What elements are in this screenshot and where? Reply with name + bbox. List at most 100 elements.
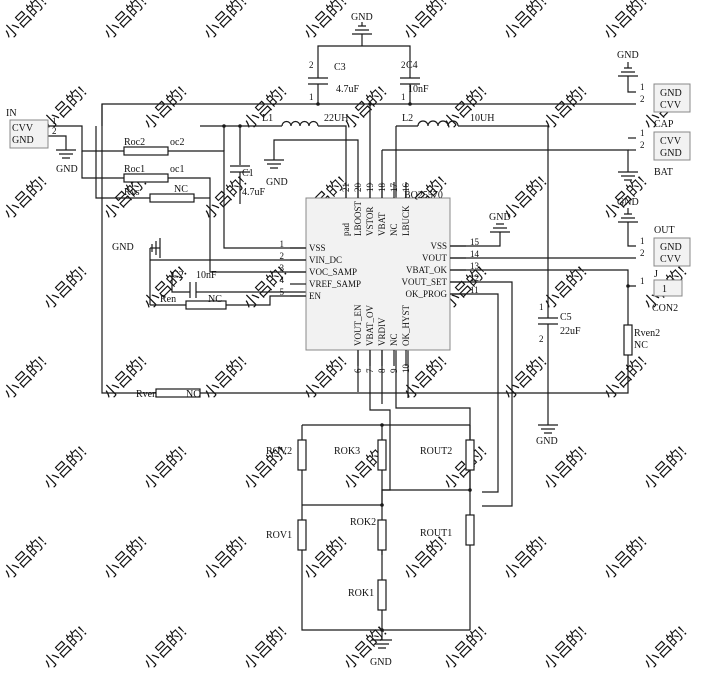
connector-con2-sub: CON2 [652, 303, 678, 314]
ic-right-pin-num: 15 [470, 237, 480, 247]
rout1-name: ROUT1 [420, 528, 452, 539]
connector-out-title: OUT [654, 225, 675, 236]
ground-symbol-bottom: GND [370, 639, 392, 668]
resistor-ren: Ren NC [160, 294, 227, 310]
c4-name: C4 [406, 60, 418, 71]
watermark-text: 小吕的! [300, 0, 350, 43]
roc2-value: oc2 [170, 137, 184, 148]
capacitor-c3: C3 4.7uF 2 1 [308, 60, 360, 102]
ground-symbol-c1: GND [264, 159, 288, 188]
resistor-rok3: ROK3 [334, 439, 387, 471]
junction-dots [222, 102, 630, 632]
gnd-label-vss-left: GND [112, 242, 134, 253]
ground-symbol-right-top: GND [617, 50, 639, 77]
rvs-value: NC [174, 184, 188, 195]
ground-symbol-in: GND [56, 149, 78, 175]
rok3-name: ROK3 [334, 446, 360, 457]
ic-top-pin-name: LBOOST [353, 200, 363, 236]
ic-left-pin-num: 4 [280, 275, 285, 285]
gnd-label-right-top: GND [617, 50, 639, 61]
l1-name: L1 [262, 113, 273, 124]
watermark-text: 小吕的! [600, 0, 650, 43]
watermark-text: 小吕的! [540, 82, 590, 132]
connector-top-right-pin1-label: GND [660, 88, 682, 99]
inductor-l2: L2 10UH [402, 113, 494, 127]
connector-con2-pin1-label: 1 [662, 284, 667, 295]
ic-bottom-pin-num: 6 [353, 368, 363, 373]
watermark-text: 小吕的! [240, 622, 290, 672]
watermark-text: 小吕的! [0, 172, 50, 222]
ic-left-pin-name: VSS [309, 243, 326, 253]
ic-top-pin-name: pad [341, 223, 351, 236]
c3-value: 4.7uF [336, 84, 360, 95]
c2-value: 10nF [196, 270, 217, 281]
c2-name: C2 [172, 270, 184, 281]
ic-bottom-pin-num: 10 [401, 364, 411, 374]
ic-bottom-pin-name: OK_HYST [401, 304, 411, 346]
connector-cap-pin2-num: 2 [640, 140, 645, 150]
c5-pin1: 1 [539, 302, 544, 312]
watermark-text: 小吕的! [40, 622, 90, 672]
gnd-label-top: GND [351, 12, 373, 23]
connector-in-body [9, 119, 49, 149]
ic-left-pin-name: EN [309, 291, 321, 301]
watermark-text: 小吕的! [540, 622, 590, 672]
gnd-label-in: GND [56, 164, 78, 175]
ic-top-pin-num: 17 [389, 183, 399, 193]
ren-name: Ren [160, 294, 176, 305]
roc1-name: Roc1 [124, 164, 145, 175]
gnd-label-c5: GND [536, 436, 558, 447]
ic-bottom-pin-name: VOUT_EN [353, 304, 363, 346]
resistor-roc2: Roc2 oc2 [123, 137, 184, 156]
connector-cap-pin1-num: 1 [640, 128, 645, 138]
watermark-text: 小吕的! [500, 0, 550, 43]
connector-out-pin1-num: 1 [640, 236, 645, 246]
resistor-roc1: Roc1 oc1 [123, 164, 184, 183]
ic-body [305, 197, 451, 351]
c5-value: 22uF [560, 326, 581, 337]
ic-top-pin-num: 16 [401, 183, 411, 193]
gnd-label-c1: GND [266, 177, 288, 188]
ic-bottom-pin-num: 9 [389, 368, 399, 373]
resistor-rov2: ROV2 [266, 439, 307, 471]
ic-top-pin-name: VSTOR [365, 207, 375, 236]
ic-top-pin-num: 19 [365, 183, 375, 193]
ic-bottom-pin-name: NC [389, 333, 399, 346]
ic-top-pin-name: VBAT [377, 212, 387, 236]
watermark-text: 小吕的! [0, 352, 50, 402]
connector-in-title: IN [6, 108, 17, 119]
connector-in-pin1-num: 1 [52, 116, 57, 126]
ic-top-pin-num: 21 [341, 183, 351, 192]
watermark-text: 小吕的! [40, 262, 90, 312]
ic-right-pin-num: 14 [470, 249, 480, 259]
ren-value: NC [208, 294, 222, 305]
ic-right-pin-name: VOUT [422, 253, 447, 263]
c4-pin1: 1 [401, 92, 406, 102]
watermark-text: 小吕的! [200, 0, 250, 43]
connector-con2-title: J [654, 269, 658, 280]
ic-left-pin-num: 1 [280, 239, 285, 249]
rven2-value: NC [634, 340, 648, 351]
watermark-text: 小吕的! [0, 532, 50, 582]
rvs-name: Rvs [124, 187, 140, 198]
watermark-text: 小吕的! [40, 442, 90, 492]
gnd-label-out: GND [617, 197, 639, 208]
roc1-value: oc1 [170, 164, 184, 175]
watermark-text: 小吕的! [0, 0, 50, 43]
rven-name: Rven [136, 389, 157, 400]
rven2-name: Rven2 [634, 328, 660, 339]
ic-right-pin-num: 13 [470, 261, 480, 271]
ground-symbol-vss-right: GND [489, 212, 511, 233]
resistor-rov1: ROV1 [266, 519, 307, 551]
rven-value: NC [186, 389, 200, 400]
watermark-text: 小吕的! [600, 352, 650, 402]
connector-out-pin2-label: CVV [660, 254, 682, 265]
watermark-text: 小吕的! [640, 442, 690, 492]
connector-top-right-pin2-num: 2 [640, 94, 645, 104]
ic-top-pin-num: 18 [377, 183, 387, 193]
ic-top-pin-name: NC [389, 223, 399, 236]
watermark-text: 小吕的! [640, 622, 690, 672]
ic-name: BQ25570 [404, 190, 443, 201]
ground-symbol-c5: GND [536, 424, 558, 447]
ic-bottom-pin-num: 8 [377, 368, 387, 373]
